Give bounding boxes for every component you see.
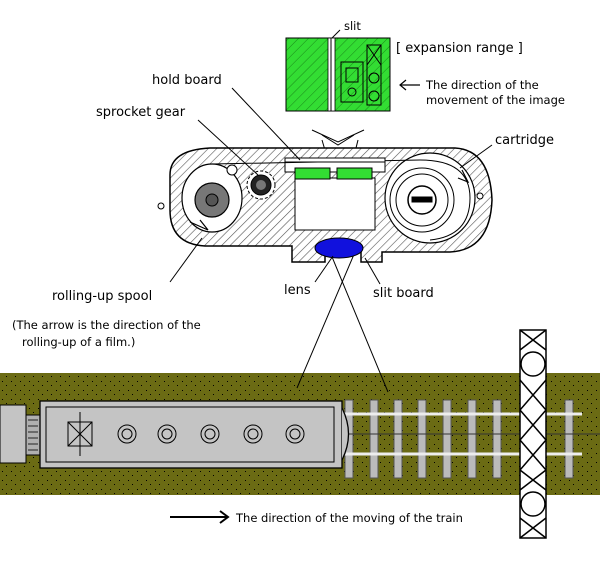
label-sprocket-gear: sprocket gear bbox=[96, 105, 186, 120]
train-car-nose bbox=[341, 407, 350, 461]
label-hold-board: hold board bbox=[152, 73, 222, 88]
film-strip bbox=[284, 157, 386, 163]
label-slit-board: slit board bbox=[373, 286, 434, 301]
lens bbox=[314, 237, 364, 259]
sleepers bbox=[344, 399, 574, 479]
train-previous-car bbox=[0, 404, 27, 464]
label-train-direction: The direction of the moving of the train bbox=[235, 511, 463, 525]
label-expansion-range: [ expansion range ] bbox=[396, 41, 523, 56]
train bbox=[0, 400, 350, 469]
leader-lines bbox=[169, 29, 493, 285]
train-coupler bbox=[25, 414, 41, 456]
sprocket-gear bbox=[226, 164, 276, 200]
label-rolling-up-spool: rolling-up spool bbox=[52, 289, 152, 304]
label-slit: slit bbox=[344, 19, 361, 33]
camera-body bbox=[157, 147, 493, 263]
signal-mast bbox=[519, 329, 547, 539]
train-direction-arrow bbox=[170, 510, 230, 524]
focal-pointer bbox=[311, 129, 365, 143]
label-cartridge: cartridge bbox=[495, 133, 554, 148]
label-image-direction-1: The direction of the bbox=[425, 78, 539, 92]
image-signal-mast bbox=[366, 44, 382, 106]
label-arrow-note-1: (The arrow is the direction of the bbox=[12, 318, 201, 332]
roof-vents bbox=[117, 424, 305, 444]
image-train bbox=[340, 61, 364, 103]
label-arrow-note-2: rolling-up of a film.) bbox=[22, 335, 135, 349]
pantograph bbox=[67, 412, 93, 456]
expansion-image bbox=[285, 37, 391, 146]
label-image-direction-2: movement of the image bbox=[426, 93, 565, 107]
train-car-body bbox=[39, 400, 343, 469]
label-lens: lens bbox=[284, 283, 311, 298]
film-path bbox=[211, 159, 471, 241]
green-frame-right bbox=[336, 167, 373, 180]
green-frame-left bbox=[294, 167, 331, 180]
image-direction-arrow bbox=[399, 79, 420, 91]
film-cartridge bbox=[389, 167, 455, 233]
